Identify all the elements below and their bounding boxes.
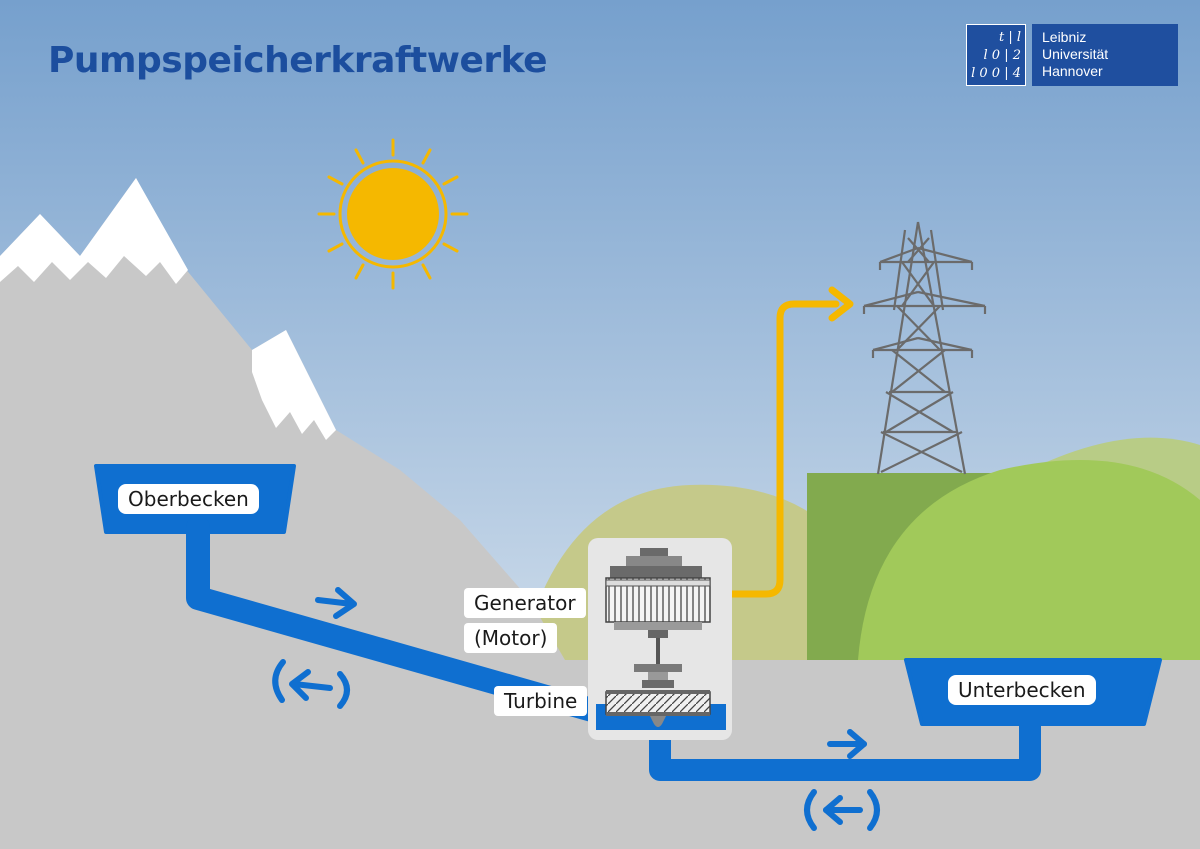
arrow-right-icon (315, 587, 357, 619)
logo-mark: t | l l 0 | 2 l 0 0 | 4 (966, 24, 1026, 86)
lower-reservoir-label: Unterbecken (948, 675, 1096, 705)
mountain-snow-right (252, 330, 336, 440)
mountain-snow-left (0, 178, 188, 284)
logo-text: Leibniz Universität Hannover (1032, 24, 1178, 86)
turbine-icon (605, 690, 711, 727)
generator-icon (605, 548, 711, 688)
tailrace (649, 716, 1041, 781)
university-logo: t | l l 0 | 2 l 0 0 | 4 Leibniz Universi… (966, 24, 1178, 86)
hill-bright (858, 460, 1200, 660)
page-title: Pumpspeicherkraftwerke (48, 40, 548, 81)
arrow-left-icon (272, 659, 350, 709)
sun-icon (317, 138, 469, 290)
energy-line (718, 300, 840, 598)
transmission-tower-icon (862, 221, 987, 475)
energy-arrowhead-tower (828, 286, 854, 322)
turbine-label: Turbine (494, 686, 588, 716)
arrow-right-icon (827, 729, 867, 759)
motor-label: (Motor) (464, 623, 558, 653)
generator-label: Generator (464, 588, 586, 618)
arrow-left-icon (804, 789, 880, 831)
upper-reservoir-label: Oberbecken (118, 484, 259, 514)
